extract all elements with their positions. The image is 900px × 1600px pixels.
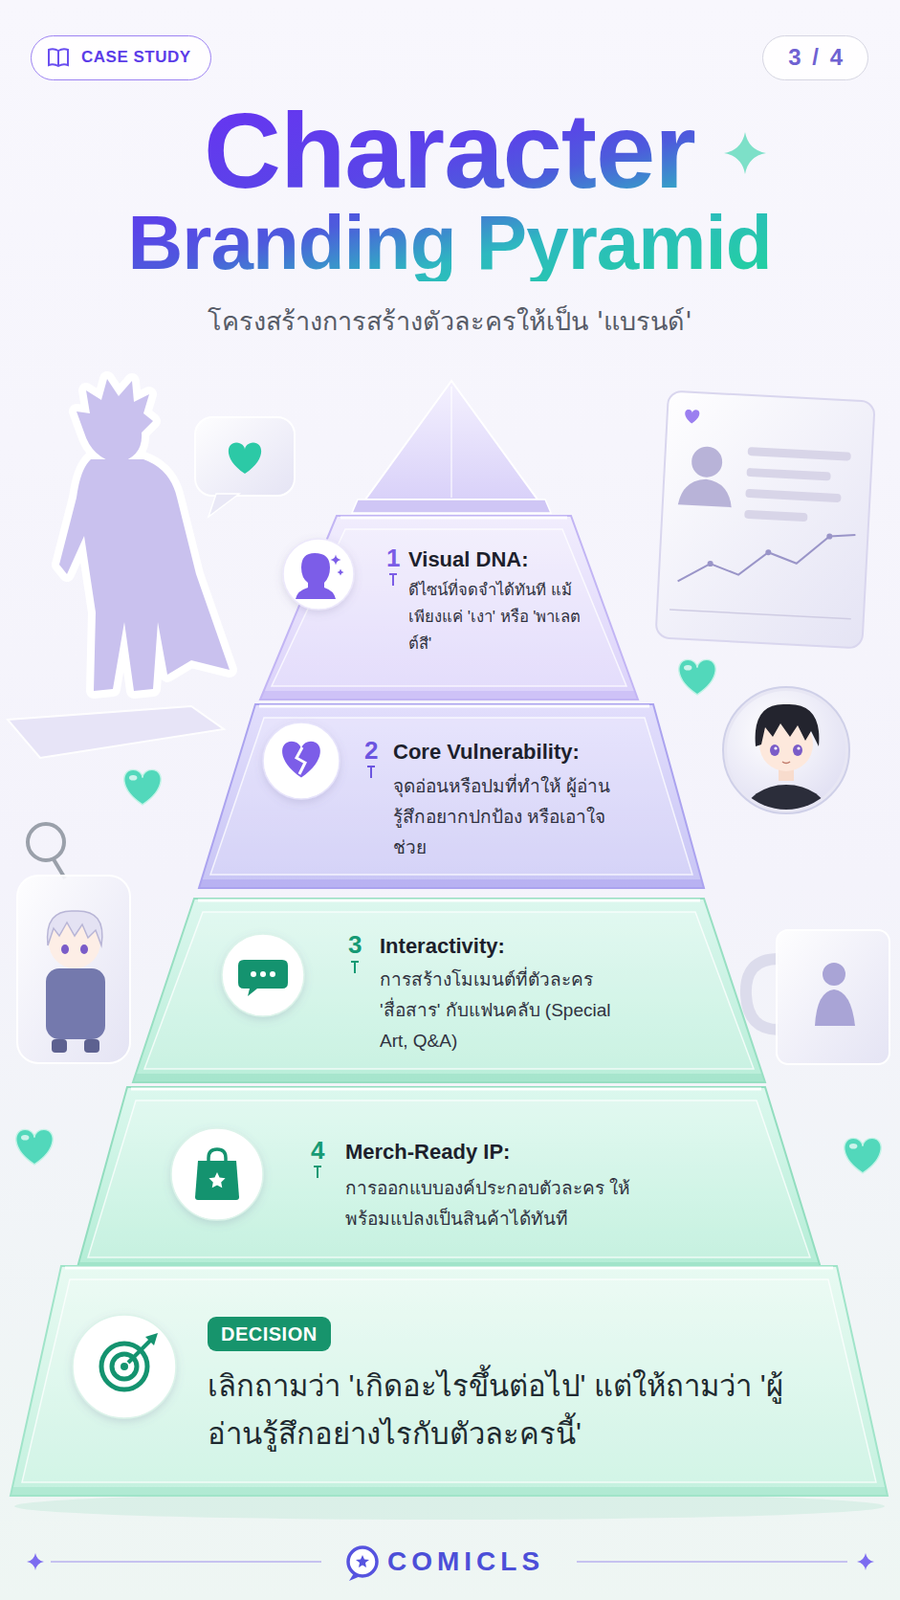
title-wrap: Character Branding Pyramid <box>86 97 813 282</box>
decision-text: เลิกถามว่า 'เกิดอะไรขึ้นต่อไป' แต่ให้ถาม… <box>207 1361 820 1458</box>
callout-number-wrap: 2 <box>364 735 378 766</box>
tier-heading-wrap: Visual DNA: <box>408 547 529 572</box>
callout-number-wrap: 1 <box>386 543 400 573</box>
tier-body-wrap: จุดอ่อนหรือปมที่ทำให้ ผู้อ่านรู้สึกอยากป… <box>393 770 612 863</box>
callout-number: 2 <box>364 735 378 766</box>
tier-heading: Merch-Ready IP: <box>345 1139 510 1164</box>
tier-heading: Visual DNA: <box>408 547 529 572</box>
page-number: 3 / 4 <box>788 36 843 79</box>
brand-logo-text: COMICLS <box>387 1544 545 1578</box>
tier-heading: Interactivity: <box>379 933 505 959</box>
pyramid-tier: 2 Core Vulnerability: จุดอ่อนหรือปมที่ทำให… <box>198 703 704 888</box>
page-title: Character Branding Pyramid <box>86 97 813 282</box>
decision-label: DECISION <box>220 1321 318 1345</box>
tier-body: การออกแบบองค์ประกอบตัวละคร ให้พร้อมแปลงเ… <box>345 1172 637 1234</box>
decision-badge: DECISION <box>207 1316 331 1351</box>
tier-body-wrap: การออกแบบองค์ประกอบตัวละคร ให้พร้อมแปลงเ… <box>345 1172 637 1234</box>
badge-label: CASE STUDY <box>81 36 192 79</box>
callout-number: 1 <box>386 543 400 573</box>
tier-body-wrap: การสร้างโมเมนต์ที่ตัวละคร 'สื่อสาร' กับแ… <box>379 964 615 1056</box>
tier-body-wrap: ดีไซน์ที่จดจำได้ทันที แม้เพียงแค่ 'เงา' … <box>408 576 591 658</box>
tier-body: ดีไซน์ที่จดจำได้ทันที แม้เพียงแค่ 'เงา' … <box>408 576 591 658</box>
tier-body: จุดอ่อนหรือปมที่ทำให้ ผู้อ่านรู้สึกอยากป… <box>393 770 612 863</box>
caption-wrap: โครงสร้างการสร้างตัวละครให้เป็น 'แบรนด์' <box>0 304 900 338</box>
tier-heading-wrap: Merch-Ready IP: <box>345 1139 510 1164</box>
page-indicator: 3 / 4 <box>762 35 869 81</box>
brand-logo-text-wrap: COMICLS <box>387 1544 545 1578</box>
tier-heading-wrap: Interactivity: <box>379 933 505 959</box>
tier-body: การสร้างโมเมนต์ที่ตัวละคร 'สื่อสาร' กับแ… <box>379 964 615 1056</box>
page-subtitle: โครงสร้างการสร้างตัวละครให้เป็น 'แบรนด์' <box>0 304 900 338</box>
tier-heading-wrap: Core Vulnerability: <box>393 739 580 765</box>
callout-number: 4 <box>310 1135 325 1165</box>
callout-number: 3 <box>348 929 362 960</box>
decision-text-wrap: เลิกถามว่า 'เกิดอะไรขึ้นต่อไป' แต่ให้ถาม… <box>207 1361 820 1458</box>
callout-number-wrap: 4 <box>310 1135 325 1165</box>
callout-number-wrap: 3 <box>348 929 362 960</box>
tier-heading: Core Vulnerability: <box>393 739 580 765</box>
